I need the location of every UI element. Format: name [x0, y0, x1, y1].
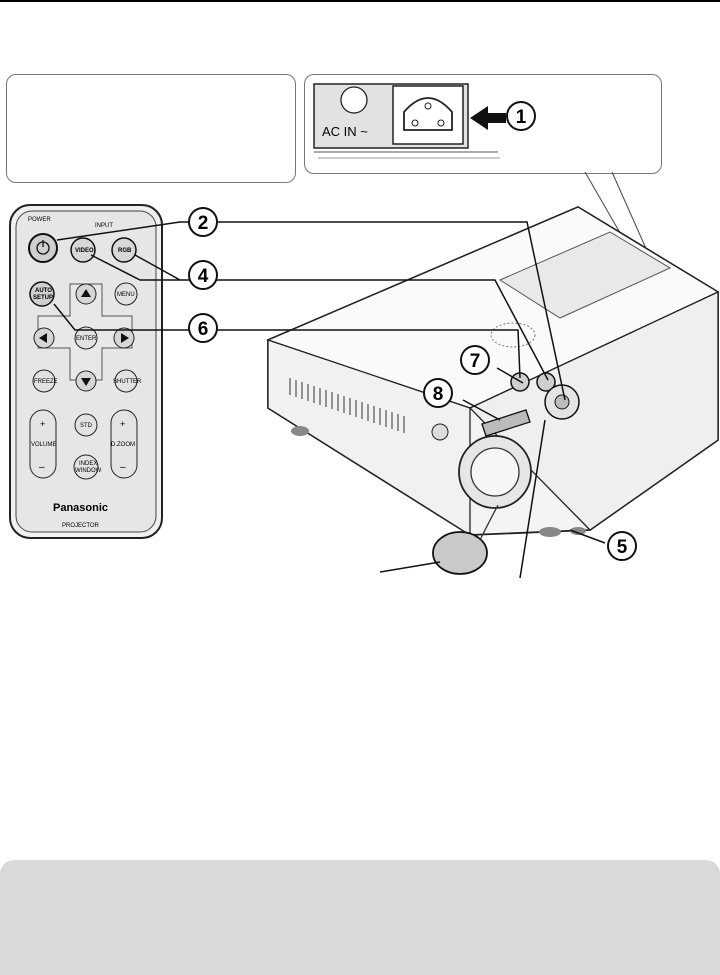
right-arrow-icon [121, 333, 129, 343]
remote-input-label: INPUT [95, 223, 113, 229]
callout-6: 6 [198, 319, 209, 340]
callout-5: 5 [617, 537, 628, 558]
remote-freeze-label: FREEZE [34, 379, 58, 385]
remote-index-label-1: INDEX [79, 461, 97, 467]
remote-video-label: VIDEO [75, 248, 94, 254]
empty-callout-box [6, 74, 296, 183]
remote-std-label: STD [80, 423, 93, 429]
remote-control: POWER INPUT VIDEO RGB AUTO SETUP ENTER M… [9, 204, 163, 539]
volume-down-button[interactable]: – [39, 462, 45, 473]
dzoom-up-button[interactable]: + [120, 419, 125, 429]
remote-auto-label-1: AUTO [35, 288, 52, 294]
callout-2: 2 [198, 213, 209, 234]
remote-power-label: POWER [28, 217, 51, 223]
down-arrow-icon [81, 378, 91, 386]
dzoom-down-button[interactable]: – [120, 462, 126, 473]
projector-menu-button[interactable] [536, 372, 556, 392]
note-box [0, 860, 720, 975]
remote-index-window-button[interactable] [73, 454, 99, 480]
remote-product-label: PROJECTOR [62, 523, 100, 529]
remote-shutter-button[interactable] [114, 369, 138, 393]
remote-menu-button[interactable] [114, 282, 138, 306]
remote-auto-setup-button[interactable] [29, 281, 55, 307]
remote-enter-button[interactable] [74, 326, 98, 350]
remote-std-button[interactable] [74, 413, 98, 437]
volume-up-button[interactable]: + [40, 419, 45, 429]
remote-rgb-label: RGB [118, 248, 132, 254]
up-arrow-icon [81, 289, 91, 297]
callout-7: 7 [470, 351, 481, 372]
ac-in-label: AC IN ~ [322, 124, 368, 139]
callout-8: 8 [433, 384, 444, 405]
projector [266, 205, 720, 575]
top-rule [0, 0, 720, 2]
remote-menu-label: MENU [117, 292, 135, 298]
callout-1: 1 [516, 107, 527, 128]
remote-auto-label-2: SETUP [33, 295, 53, 301]
lens-cap [432, 531, 488, 575]
remote-video-button[interactable] [70, 237, 96, 263]
remote-volume-label: VOLUME [31, 442, 56, 448]
remote-index-label-2: WINDOW [75, 468, 102, 474]
remote-rgb-button[interactable] [111, 237, 137, 263]
zoom-focus-dial[interactable] [481, 409, 531, 437]
remote-dzoom-label: D.ZOOM [111, 442, 135, 448]
callout-4: 4 [198, 266, 209, 287]
remote-power-button[interactable] [28, 233, 58, 263]
remote-brand: Panasonic [53, 502, 108, 514]
remote-freeze-button[interactable] [32, 369, 56, 393]
remote-enter-label: ENTER [76, 336, 97, 342]
ac-inlet-panel: AC IN ~ [313, 83, 506, 159]
arrow-left-icon [470, 106, 506, 130]
remote-shutter-label: SHUTTER [113, 379, 142, 385]
left-arrow-icon [39, 333, 47, 343]
